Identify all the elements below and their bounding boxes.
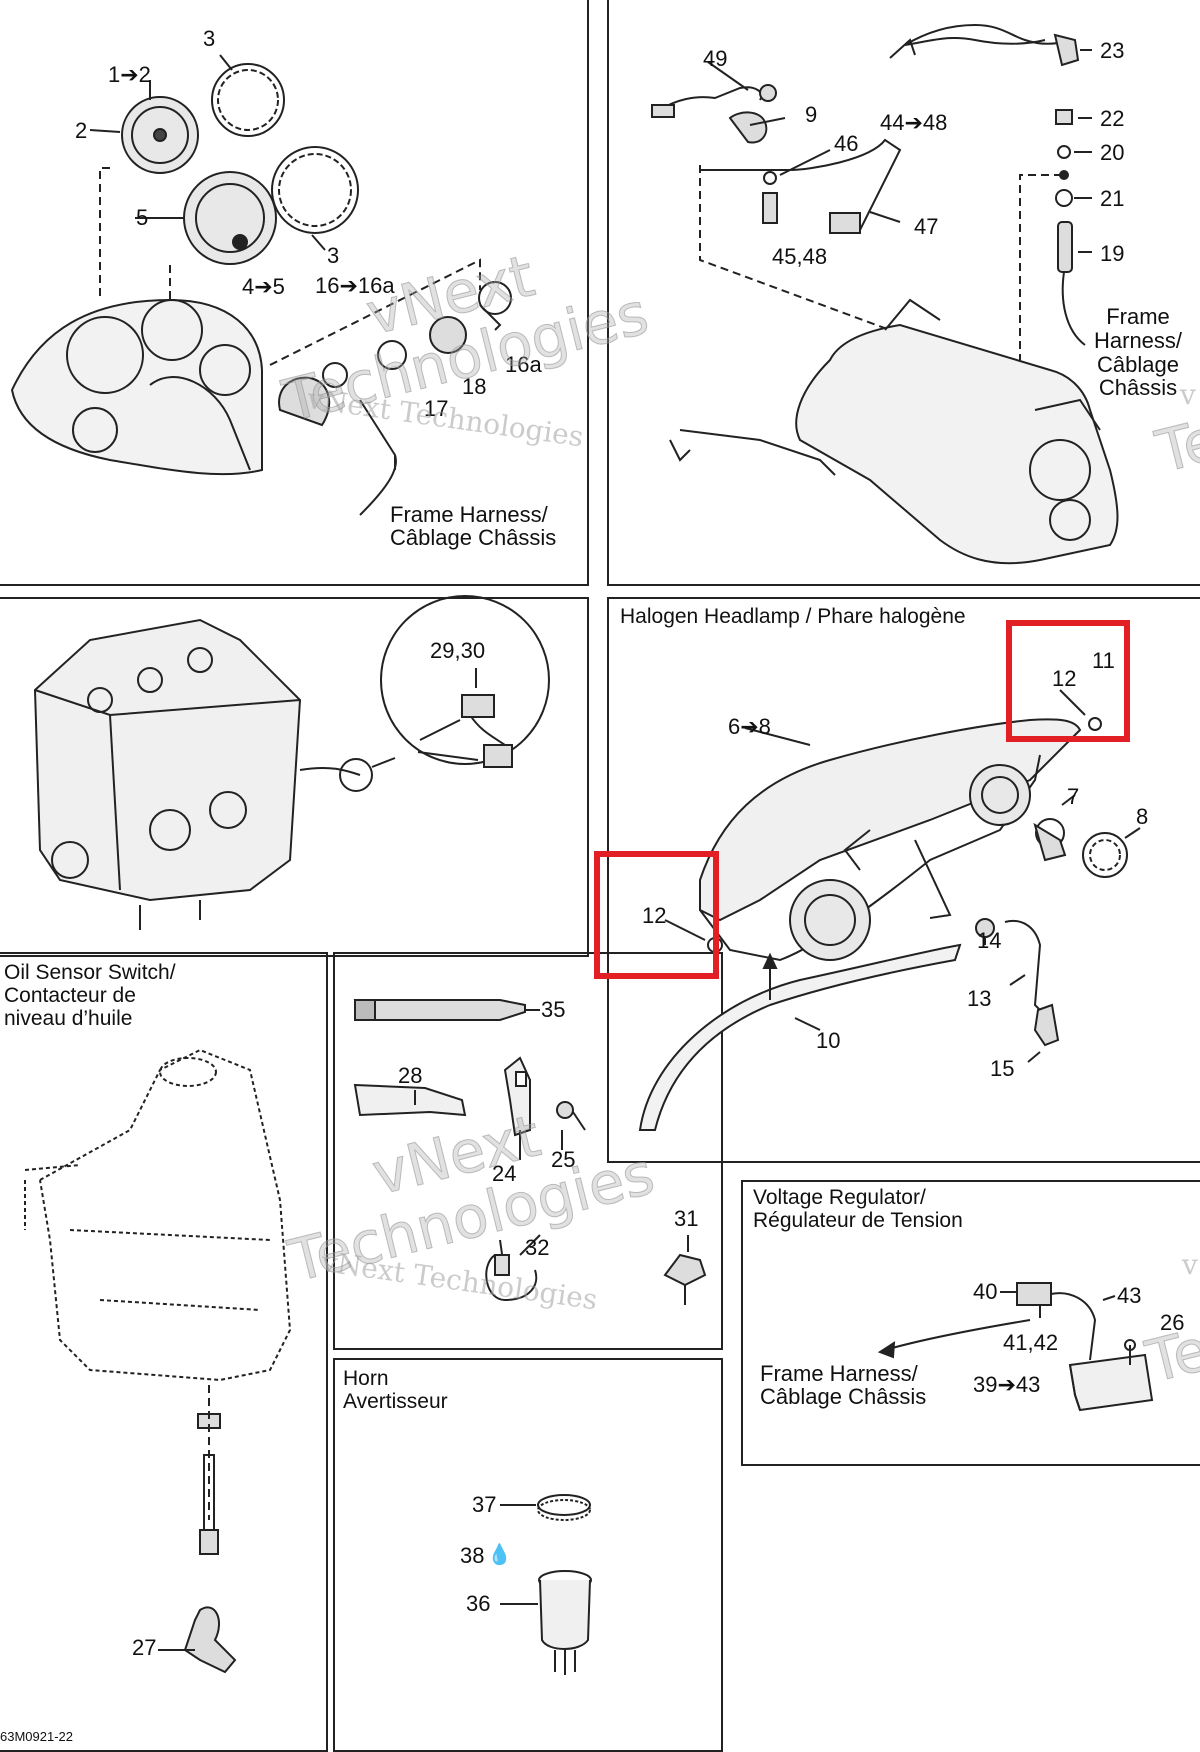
callout: 2 (75, 118, 88, 143)
callout: 26 (1160, 1310, 1185, 1335)
callout: 4➔5 (242, 274, 285, 299)
callout: 41,42 (1003, 1330, 1059, 1355)
callout: 19 (1100, 241, 1125, 266)
regulator-harness-label: Frame Harness/ Câblage Châssis (760, 1361, 927, 1410)
callout: 11 (1092, 648, 1115, 673)
watermark: v (1182, 1248, 1198, 1281)
droplet-icon: 💧 (487, 1544, 512, 1566)
regulator-title: Voltage Regulator/ Régulateur de Tension (753, 1186, 963, 1233)
watermark: v (1180, 378, 1196, 411)
callout: 29,30 (430, 638, 486, 663)
highlight-box (594, 851, 719, 979)
callout: 12 (642, 903, 667, 928)
callout: 47 (914, 214, 939, 239)
callout: 17 (424, 396, 449, 421)
callout: 21 (1100, 186, 1125, 211)
panel-switch-border (607, 0, 1200, 586)
callout: 12 (1052, 666, 1077, 691)
callout: 10 (816, 1028, 841, 1053)
callout: 20 (1100, 140, 1125, 165)
callout: 18 (462, 374, 487, 399)
switch-harness-label: Frame Harness/ Câblage Châssis (1094, 304, 1183, 401)
callout: 37 (472, 1492, 497, 1517)
headlamp-title: Halogen Headlamp / Phare halogène (620, 605, 966, 628)
gauges-harness-label: Frame Harness/ Câblage Châssis (390, 502, 557, 551)
callout: 15 (990, 1056, 1015, 1081)
figure-code: 63M0921-22 (0, 1729, 73, 1744)
callout: 46 (834, 131, 859, 156)
callout: 14 (977, 928, 1002, 953)
callout: 22 (1100, 106, 1125, 131)
callout: 16a (505, 352, 542, 377)
callout: 44➔48 (880, 110, 948, 135)
oil-tank-drawing (24, 1048, 292, 1382)
callout: 1➔2 (108, 62, 151, 87)
switch-drawing (651, 23, 1119, 565)
oil-sensor-drawing (158, 1385, 237, 1674)
callout: 36 (466, 1591, 491, 1616)
callout: 7 (1067, 784, 1080, 809)
panel-engine-border (0, 597, 589, 957)
callout: 45,48 (772, 244, 828, 269)
callout: 3 (203, 26, 216, 51)
callout: 28 (398, 1063, 423, 1088)
callout: 25 (551, 1147, 576, 1172)
callout: 43 (1117, 1283, 1142, 1308)
callout: 32 (525, 1235, 550, 1260)
callout: 27 (132, 1635, 157, 1660)
panel-gauges-border (0, 0, 589, 586)
callout: 3 (327, 243, 340, 268)
callout: 35 (541, 997, 566, 1022)
callout: 24 (492, 1161, 517, 1186)
callout: 49 (703, 46, 728, 71)
regulator-drawing (877, 1282, 1154, 1412)
oil-sensor-title: Oil Sensor Switch/ Contacteur de niveau … (4, 961, 176, 1031)
callout: 13 (967, 986, 992, 1011)
callout: 8 (1136, 804, 1149, 829)
horn-drawing (500, 1494, 592, 1675)
callout: 6➔8 (728, 714, 771, 739)
highlight-box (1006, 620, 1130, 742)
headlamp-drawing (638, 689, 1141, 1131)
horn-title: Horn Avertisseur (343, 1367, 448, 1414)
callout: 9 (805, 102, 818, 127)
callout: 5 (136, 205, 149, 230)
engine-drawing (33, 595, 550, 930)
callout: 40 (973, 1279, 998, 1304)
gauge-cluster-drawing (10, 54, 512, 516)
callout: 23 (1100, 38, 1125, 63)
misc-parts-drawing (353, 999, 707, 1305)
callout: 31 (674, 1206, 699, 1231)
callout: 39➔43 (973, 1372, 1041, 1397)
panel-headlamp-border (607, 597, 1200, 1163)
panel-misc-border (333, 952, 723, 1350)
panel-regulator-border (741, 1180, 1200, 1466)
callout: 38 (460, 1543, 485, 1568)
callout: 16➔16a (315, 273, 395, 298)
